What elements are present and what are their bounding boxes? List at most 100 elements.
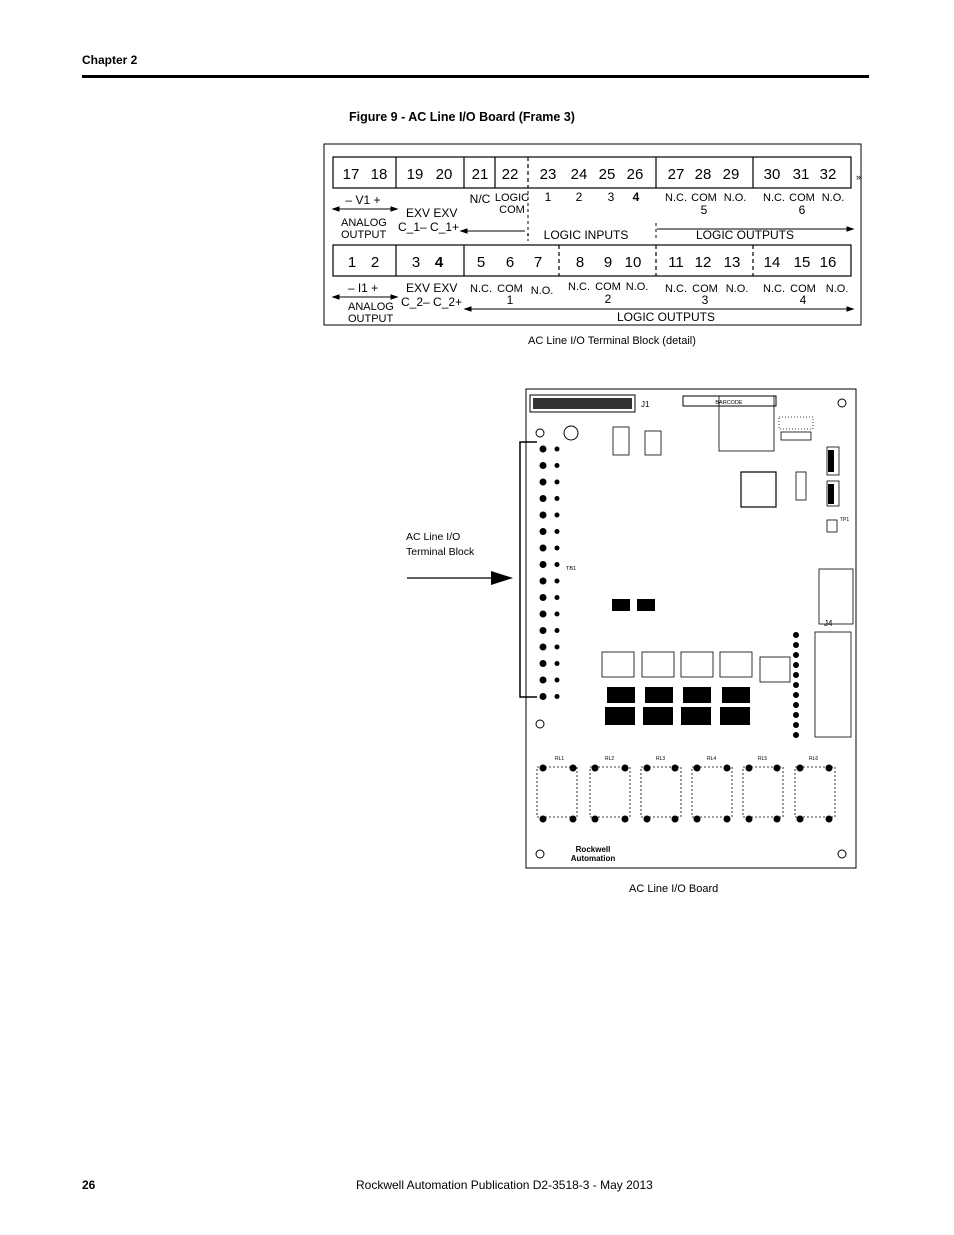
svg-text:9: 9 [604, 254, 612, 271]
terminal-number: 29 [723, 166, 740, 183]
svg-text:OUTPUT: OUTPUT [348, 313, 394, 325]
svg-text:N.C.: N.C. [568, 281, 590, 293]
solder-pad [569, 815, 577, 823]
solder-pad [569, 764, 577, 772]
solder-pad [796, 764, 804, 772]
solder-pad [591, 764, 599, 772]
solder-pad [693, 764, 701, 772]
solder-pad [643, 764, 651, 772]
svg-text:EXV EXV: EXV EXV [406, 206, 457, 220]
solder-pad [554, 578, 560, 584]
solder-pad [554, 512, 560, 518]
solder-pad [793, 642, 799, 648]
svg-text:Automation: Automation [571, 854, 616, 863]
terminal-block-diagram: 17 18 19 20 21 22 23 24 25 26 27 28 29 3… [323, 143, 862, 326]
terminal-number: 21 [472, 166, 489, 183]
svg-text:BARCODE: BARCODE [715, 400, 743, 406]
solder-pad [671, 815, 679, 823]
svg-text:N.O.: N.O. [726, 283, 749, 295]
svg-text:N.O.: N.O. [822, 192, 845, 204]
svg-text:ANALOG: ANALOG [348, 301, 394, 313]
terminal-number: 20 [436, 166, 453, 183]
top-row-numbers: 17 18 19 20 21 22 23 24 25 26 27 28 29 3… [343, 166, 837, 183]
svg-text:RL6: RL6 [809, 756, 818, 762]
page-number: 26 [82, 1178, 96, 1192]
terminal-number: 22 [502, 166, 519, 183]
solder-pad [825, 764, 833, 772]
svg-text:LOGIC INPUTS: LOGIC INPUTS [544, 228, 629, 242]
board-caption: AC Line I/O Board [629, 883, 719, 895]
svg-text:5: 5 [701, 203, 708, 217]
svg-text:LOGIC OUTPUTS: LOGIC OUTPUTS [617, 310, 715, 324]
svg-text:COM: COM [497, 283, 523, 295]
svg-text:– I1 +: – I1 + [348, 281, 378, 295]
rockwell-logo: Rockwell Automation [571, 845, 616, 863]
solder-pad [793, 702, 799, 708]
terminal-number: 32 [820, 166, 837, 183]
svg-text:10: 10 [625, 254, 642, 271]
svg-text:COM: COM [691, 192, 717, 204]
terminal-number: 19 [407, 166, 424, 183]
solder-pad [793, 692, 799, 698]
svg-text:3: 3 [608, 190, 615, 204]
svg-text:N.C.: N.C. [470, 283, 492, 295]
terminal-detail-caption: AC Line I/O Terminal Block (detail) [528, 335, 696, 347]
v1-label: – V1 + [345, 193, 380, 207]
svg-text:RL3: RL3 [656, 756, 665, 762]
solder-pad [539, 764, 547, 772]
top-row-labels: – V1 + ANALOG OUTPUT EXV EXV C_1– C_1+ N… [341, 190, 844, 242]
svg-text:7: 7 [534, 254, 542, 271]
solder-pad [539, 627, 547, 634]
solder-pad [539, 511, 547, 519]
svg-text:N/C: N/C [470, 192, 491, 206]
solder-pad [745, 815, 753, 823]
svg-text:N.C.: N.C. [665, 283, 687, 295]
svg-text:N.C.: N.C. [665, 192, 687, 204]
solder-pad [621, 764, 629, 772]
solder-pad [825, 815, 833, 823]
solder-pad [539, 815, 547, 823]
solder-pad [554, 496, 560, 501]
solder-pad [793, 682, 799, 688]
solder-pad [671, 764, 679, 772]
svg-text:4: 4 [435, 254, 444, 271]
svg-text:3: 3 [412, 254, 420, 271]
svg-text:TB1: TB1 [566, 566, 576, 572]
callout-label: AC Line I/O Terminal Block [406, 531, 475, 558]
svg-text:6: 6 [799, 203, 806, 217]
svg-text:ANALOG: ANALOG [341, 217, 387, 229]
svg-text:COM: COM [789, 192, 815, 204]
svg-text:8: 8 [576, 254, 584, 271]
svg-text:N.C.: N.C. [763, 283, 785, 295]
solder-pad [554, 611, 560, 617]
bottom-row-labels: – I1 + ANALOG OUTPUT EXV EXV C_2– C_2+ N… [348, 281, 848, 325]
svg-text:2: 2 [371, 254, 379, 271]
svg-text:LOGIC: LOGIC [495, 192, 529, 204]
svg-text:11: 11 [668, 254, 684, 271]
terminal-number: 31 [793, 166, 810, 183]
solder-pad [539, 561, 547, 568]
svg-text:TP1: TP1 [840, 517, 849, 523]
ac-line-io-board: J1 BARCODE TB1 [519, 388, 857, 869]
solder-pad [539, 577, 547, 585]
header-rule [82, 75, 869, 78]
solder-pad [745, 764, 753, 772]
terminal-number: 18 [371, 166, 388, 183]
svg-text:OUTPUT: OUTPUT [341, 229, 387, 241]
solder-pad [539, 693, 547, 700]
terminal-number: 27 [668, 166, 685, 183]
solder-pad [554, 644, 560, 650]
solder-pad [554, 661, 560, 666]
svg-text:RL1: RL1 [555, 756, 564, 762]
solder-pad [554, 595, 560, 600]
solder-pad [773, 764, 781, 772]
svg-text:RL5: RL5 [758, 756, 767, 762]
svg-text:15: 15 [794, 254, 811, 271]
solder-pad [554, 529, 560, 534]
terminal-number: 17 [343, 166, 360, 183]
svg-text:5: 5 [477, 254, 485, 271]
svg-text:LOGIC OUTPUTS: LOGIC OUTPUTS [696, 228, 794, 242]
svg-text:13: 13 [724, 254, 741, 271]
svg-text:2: 2 [605, 292, 612, 306]
solder-pad [539, 544, 547, 552]
